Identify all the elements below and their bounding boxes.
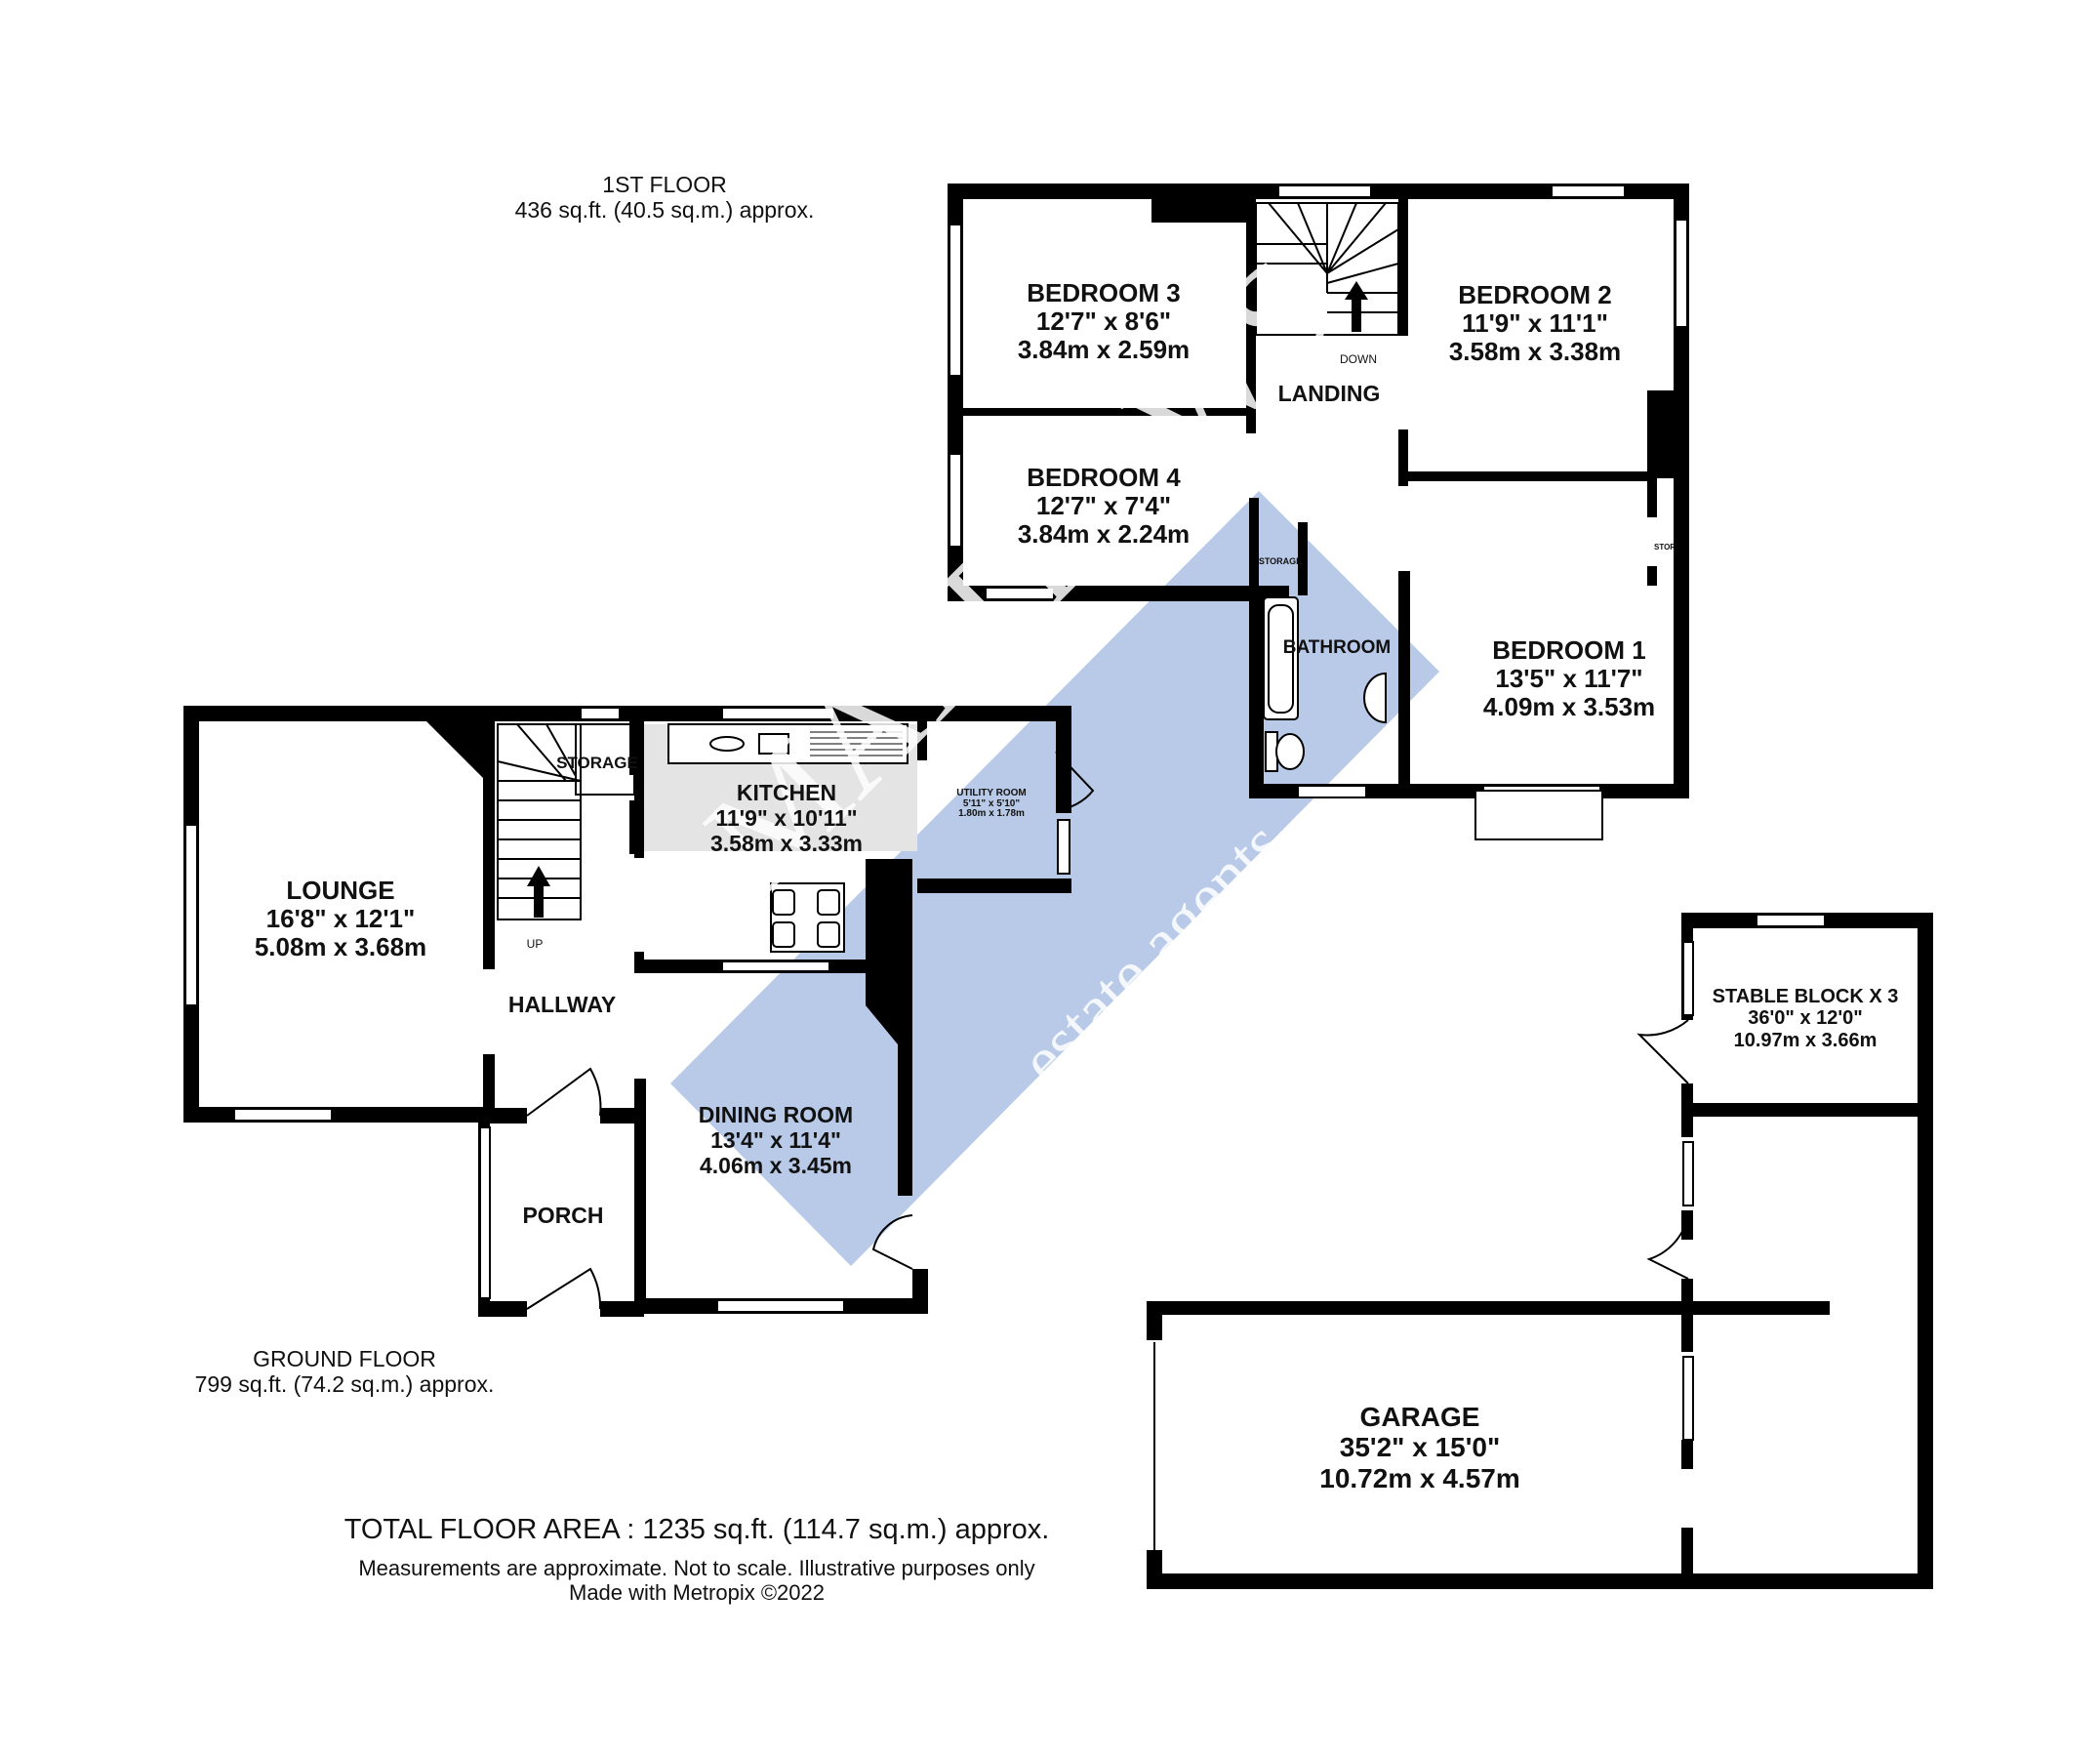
room-size-metric: 4.06m x 3.45m bbox=[699, 1152, 853, 1178]
room-name: GARAGE bbox=[1359, 1402, 1480, 1432]
room-size-imperial: 35'2" x 15'0" bbox=[1339, 1432, 1501, 1463]
disclaimer: Measurements are approximate. Not to sca… bbox=[358, 1556, 1035, 1580]
basin-icon bbox=[1363, 672, 1387, 724]
kitchen-counter bbox=[644, 723, 917, 851]
dining-table-icon bbox=[770, 882, 845, 953]
room-size-metric: 3.84m x 2.24m bbox=[1017, 519, 1191, 550]
room-name: KITCHEN bbox=[736, 780, 837, 805]
room-bathroom: BATHROOM bbox=[1283, 637, 1391, 658]
stairs-down-label: DOWN bbox=[1340, 352, 1377, 366]
stairs-up-label: UP bbox=[526, 937, 544, 951]
room-name: UP bbox=[526, 937, 544, 951]
total-floor-area: TOTAL FLOOR AREA : 1235 sq.ft. (114.7 sq… bbox=[343, 1514, 1050, 1545]
room-bedroom-2: BEDROOM 2 11'9" x 11'1" 3.58m x 3.38m bbox=[1448, 280, 1622, 367]
room-size-imperial: 5'11" x 5'10" bbox=[962, 797, 1021, 809]
first-floor-area: 436 sq.ft. (40.5 sq.m.) approx. bbox=[514, 196, 815, 223]
room-name: LOUNGE bbox=[286, 876, 395, 905]
ground-floor-area: 799 sq.ft. (74.2 sq.m.) approx. bbox=[194, 1370, 495, 1397]
room-size-metric: 10.72m x 4.57m bbox=[1319, 1462, 1520, 1493]
room-size-metric: 5.08m x 3.68m bbox=[254, 932, 427, 962]
room-size-metric: 10.97m x 3.66m bbox=[1733, 1029, 1878, 1051]
ground-floor-name: GROUND FLOOR bbox=[253, 1346, 436, 1371]
first-floor-windows bbox=[949, 184, 1688, 840]
first-floor-name: 1ST FLOOR bbox=[602, 172, 727, 197]
room-bedroom-1: BEDROOM 1 13'5" x 11'7" 4.09m x 3.53m bbox=[1482, 635, 1656, 722]
room-name: STABLE BLOCK X 3 bbox=[1712, 986, 1899, 1007]
room-size-imperial: 11'9" x 10'11" bbox=[715, 804, 858, 831]
room-name: UTILITY ROOM bbox=[956, 788, 1027, 798]
room-size-imperial: 13'5" x 11'7" bbox=[1495, 664, 1643, 694]
room-size-imperial: 12'7" x 8'6" bbox=[1035, 306, 1172, 337]
room-stable-block: STABLE BLOCK X 3 36'0" x 12'0" 10.97m x … bbox=[1713, 986, 1899, 1051]
metropix-credit: Made with Metropix ©2022 bbox=[568, 1580, 826, 1605]
room-size-metric: 3.84m x 2.59m bbox=[1017, 335, 1191, 365]
room-name: BATHROOM bbox=[1282, 637, 1392, 658]
room-landing: LANDING bbox=[1277, 381, 1381, 407]
room-name: DINING ROOM bbox=[698, 1102, 854, 1127]
room-name: BEDROOM 2 bbox=[1458, 280, 1612, 309]
room-size-metric: 1.80m x 1.78m bbox=[958, 808, 1025, 819]
room-size-imperial: 16'8" x 12'1" bbox=[265, 904, 416, 934]
room-size-imperial: 13'4" x 11'4" bbox=[710, 1126, 841, 1153]
room-size-imperial: 11'9" x 11'1" bbox=[1462, 308, 1608, 339]
room-size-metric: 4.09m x 3.53m bbox=[1482, 692, 1656, 722]
room-lounge: LOUNGE 16'8" x 12'1" 5.08m x 3.68m bbox=[254, 876, 427, 962]
outbuilding-windows bbox=[1153, 914, 1826, 1550]
room-bedroom-3: BEDROOM 3 12'7" x 8'6" 3.84m x 2.59m bbox=[1017, 278, 1191, 365]
room-dining: DINING ROOM 13'4" x 11'4" 4.06m x 3.45m bbox=[698, 1102, 854, 1178]
toilet-icon bbox=[1265, 731, 1305, 772]
up-arrow-icon bbox=[527, 866, 550, 918]
bath-tub-icon bbox=[1263, 596, 1299, 720]
doors bbox=[526, 751, 1689, 1310]
room-name: PORCH bbox=[522, 1203, 604, 1228]
room-name: BEDROOM 3 bbox=[1027, 278, 1181, 307]
room-name: DOWN bbox=[1340, 352, 1377, 366]
room-storage-first-a: STORAGE bbox=[1259, 556, 1302, 566]
room-name: STORAGE bbox=[1258, 556, 1303, 566]
room-porch: PORCH bbox=[522, 1203, 604, 1229]
room-name: STORAGE bbox=[556, 754, 638, 772]
room-size-metric: 3.58m x 3.38m bbox=[1448, 337, 1622, 367]
room-name: BEDROOM 1 bbox=[1492, 635, 1646, 665]
room-name: HALLWAY bbox=[507, 992, 617, 1017]
room-bedroom-4: BEDROOM 4 12'7" x 7'4" 3.84m x 2.24m bbox=[1017, 463, 1191, 550]
first-floor-stairs bbox=[1255, 202, 1399, 336]
room-name: BEDROOM 4 bbox=[1027, 463, 1181, 492]
room-size-imperial: 36'0" x 12'0" bbox=[1748, 1007, 1863, 1030]
room-kitchen: KITCHEN 11'9" x 10'11" 3.58m x 3.33m bbox=[709, 780, 864, 856]
room-name: STORAGE bbox=[1654, 544, 1674, 552]
room-hallway: HALLWAY bbox=[507, 992, 617, 1018]
room-storage-first-b: STORAGE bbox=[1654, 544, 1674, 552]
room-garage: GARAGE 35'2" x 15'0" 10.72m x 4.57m bbox=[1319, 1402, 1520, 1493]
ground-floor-caption: GROUND FLOOR 799 sq.ft. (74.2 sq.m.) app… bbox=[194, 1346, 495, 1398]
first-floor-caption: 1ST FLOOR 436 sq.ft. (40.5 sq.m.) approx… bbox=[514, 172, 815, 224]
room-name: LANDING bbox=[1277, 381, 1381, 406]
ground-floor-stairs bbox=[497, 723, 635, 920]
down-arrow-icon bbox=[1345, 281, 1368, 332]
room-utility: UTILITY ROOM 5'11" x 5'10" 1.80m x 1.78m bbox=[956, 788, 1027, 820]
room-size-metric: 3.58m x 3.33m bbox=[709, 830, 864, 856]
room-size-imperial: 12'7" x 7'4" bbox=[1035, 491, 1172, 521]
room-storage-ground: STORAGE bbox=[556, 754, 638, 772]
ground-floor-windows bbox=[184, 707, 1070, 1313]
